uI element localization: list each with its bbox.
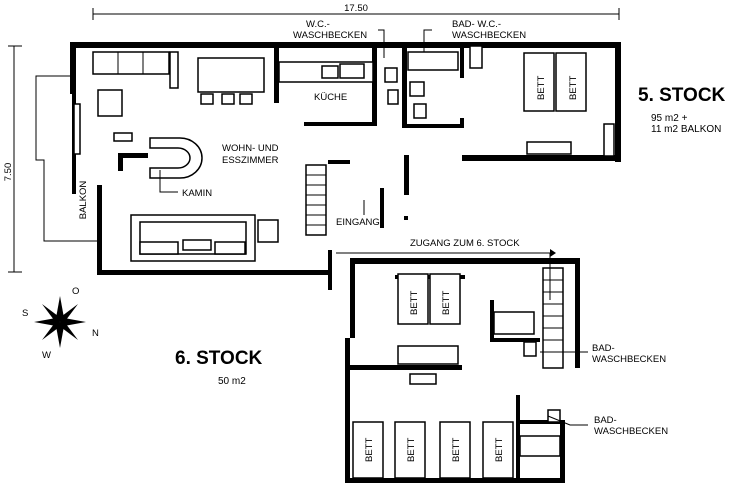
compass-s: S bbox=[22, 308, 28, 319]
compass-rose bbox=[34, 296, 86, 348]
bed-5-2 bbox=[555, 52, 587, 112]
bed-6-1-label: BETT bbox=[409, 291, 420, 315]
floor5-walls bbox=[70, 42, 621, 290]
floor5-title: 5. STOCK bbox=[638, 85, 726, 106]
floor6-beds bbox=[352, 273, 514, 479]
bed-6-4-label: BETT bbox=[406, 438, 417, 462]
wohn-label-2: ESSZIMMER bbox=[222, 155, 279, 166]
kueche-label: KÜCHE bbox=[314, 92, 347, 103]
height-dimension: 7.50 bbox=[3, 163, 14, 182]
floor6-area: 50 m2 bbox=[218, 376, 246, 387]
floor5-area-1: 95 m2 + bbox=[651, 113, 688, 124]
bed-6-5 bbox=[439, 421, 471, 479]
bad6b-label-1: BAD- bbox=[594, 415, 617, 426]
compass-n: O bbox=[72, 286, 79, 297]
wohn-label-1: WOHN- UND bbox=[222, 143, 279, 154]
bed-6-3-label: BETT bbox=[364, 438, 375, 462]
leader-lines bbox=[159, 29, 588, 426]
bed-6-4 bbox=[394, 421, 426, 479]
bed-6-6-label: BETT bbox=[494, 438, 505, 462]
kamin-label: KAMIN bbox=[182, 188, 212, 199]
bad6b-label-2: WASCHBECKEN bbox=[594, 426, 668, 437]
zugang-arrow bbox=[336, 249, 556, 300]
bed-5-2-label: BETT bbox=[568, 76, 579, 100]
bed-6-1 bbox=[397, 273, 429, 325]
wc-label-1: W.C.- bbox=[306, 19, 330, 30]
balkon-label: BALKON bbox=[78, 181, 89, 220]
bad-label-1: BAD- W.C.- bbox=[452, 19, 501, 30]
zugang-label: ZUGANG ZUM 6. STOCK bbox=[410, 238, 520, 249]
bad-label-2: WASCHBECKEN bbox=[452, 30, 526, 41]
compass-w: W bbox=[42, 350, 51, 361]
eingang-label: EINGANG bbox=[336, 217, 380, 228]
bed-6-2 bbox=[429, 273, 461, 325]
balkon bbox=[35, 75, 98, 242]
width-dimension: 17.50 bbox=[344, 3, 368, 14]
bed-6-5-label: BETT bbox=[451, 438, 462, 462]
floor5-furniture bbox=[92, 45, 615, 262]
bed-6-3 bbox=[352, 421, 384, 479]
compass-o: N bbox=[92, 328, 99, 339]
floor6-title: 6. STOCK bbox=[175, 348, 263, 369]
bad6a-label-1: BAD- bbox=[592, 343, 615, 354]
floor5-beds bbox=[523, 52, 587, 112]
bed-5-1 bbox=[523, 52, 555, 112]
bed-6-2-label: BETT bbox=[441, 291, 452, 315]
dimension-lines bbox=[8, 8, 620, 273]
wc-label-2: WASCHBECKEN bbox=[293, 30, 367, 41]
floor6-furniture bbox=[397, 267, 564, 457]
bed-5-1-label: BETT bbox=[536, 76, 547, 100]
bed-6-6 bbox=[482, 421, 514, 479]
bad6a-label-2: WASCHBECKEN bbox=[592, 354, 666, 365]
floor5-area-2: 11 m2 BALKON bbox=[651, 124, 721, 135]
floor6-walls bbox=[345, 258, 580, 483]
